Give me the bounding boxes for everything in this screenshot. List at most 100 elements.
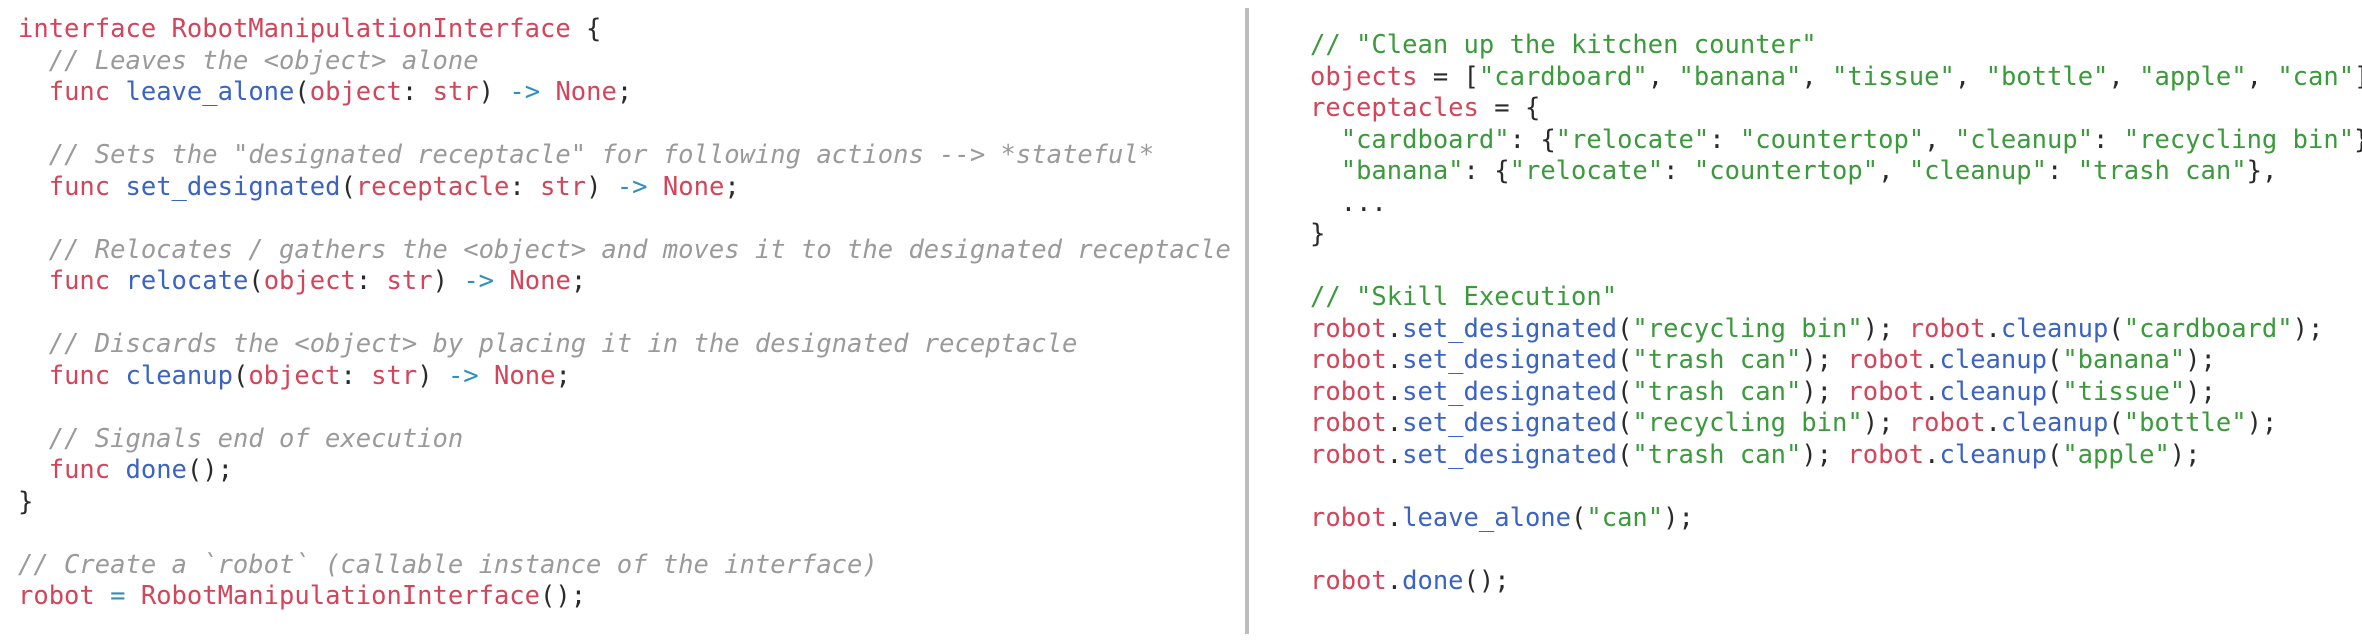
robot-var: robot	[1847, 439, 1925, 470]
param-name: receptacle	[355, 171, 510, 202]
code-line: robot.done();	[1310, 565, 1510, 596]
object-item: "tissue"	[1832, 61, 1955, 92]
return-type: None	[555, 77, 617, 107]
panel-divider	[1245, 8, 1249, 634]
comment: // "Clean up the kitchen counter"	[1310, 30, 1817, 60]
code-line: receptacles = {	[1310, 93, 1541, 123]
code-line: robot.set_designated("trash can"); robot…	[1310, 376, 2216, 407]
blank-line	[18, 518, 1231, 550]
blank-line	[18, 203, 1231, 235]
code-line: objects = ["cardboard", "banana", "tissu…	[1310, 61, 2362, 92]
comment: // Sets the "designated receptacle" for …	[48, 140, 1155, 170]
code-line: robot = RobotManipulationInterface();	[18, 581, 587, 611]
object-arg: "cardboard"	[2123, 313, 2293, 344]
comment: // Leaves the <object> alone	[48, 45, 479, 76]
code-line: // Leaves the <object> alone	[18, 46, 1231, 78]
function-name: cleanup	[2000, 313, 2109, 344]
receptacle-arg: "recycling bin"	[1632, 313, 1863, 344]
object-item: "bottle"	[1985, 61, 2109, 92]
param-name: object	[263, 266, 356, 296]
punct: {	[570, 14, 602, 44]
function-name: cleanup	[2000, 408, 2109, 438]
param-type: str	[540, 171, 587, 202]
code-line: interface RobotManipulationInterface {	[18, 14, 1231, 46]
function-name: done	[125, 455, 187, 485]
function-name: set_designated	[125, 171, 341, 202]
comment: // Signals end of execution	[48, 423, 464, 454]
robot-var: robot	[1310, 408, 1387, 438]
function-name: cleanup	[1939, 439, 2047, 470]
code-line: robot.set_designated("recycling bin"); r…	[1310, 313, 2324, 344]
function-name: relocate	[125, 266, 249, 296]
code-line: "cardboard": {"relocate": "countertop", …	[1340, 124, 2362, 155]
blank-line	[1310, 251, 2362, 283]
keyword: func	[48, 360, 111, 391]
return-type: None	[494, 360, 556, 391]
comment: // "Skill Execution"	[1310, 282, 1618, 312]
function-name: cleanup	[125, 360, 233, 391]
code-line: robot.set_designated("trash can"); robot…	[1310, 439, 2201, 470]
code-line: // Relocates / gathers the <object> and …	[18, 235, 1231, 267]
blank-line	[18, 392, 1231, 424]
interface-name: RobotManipulationInterface	[171, 14, 571, 44]
dict-value: "trash can"	[2077, 156, 2247, 186]
function-name: cleanup	[1939, 376, 2047, 407]
robot-var: robot	[1310, 439, 1387, 470]
blank-line	[1310, 471, 2362, 503]
code-line: "banana": {"relocate": "countertop", "cl…	[1340, 156, 2278, 186]
code-line: func leave_alone(object: str) -> None;	[48, 77, 633, 107]
receptacle-arg: "trash can"	[1632, 345, 1802, 375]
dict-value: "countertop"	[1693, 156, 1879, 186]
object-arg: "tissue"	[2062, 376, 2186, 407]
interface-code-panel: interface RobotManipulationInterface { /…	[18, 14, 1231, 613]
code-line: // "Skill Execution"	[1310, 282, 2362, 314]
punct: }	[1310, 219, 1326, 249]
function-name: set_designated	[1402, 313, 1618, 344]
param-type: str	[371, 360, 418, 391]
code-line: }	[18, 487, 1231, 519]
interface-name: RobotManipulationInterface	[140, 581, 541, 611]
keyword: func	[48, 266, 111, 296]
keyword: func	[48, 171, 111, 202]
return-type: None	[662, 171, 725, 202]
comment: // Discards the <object> by placing it i…	[48, 329, 1078, 359]
object-item: "cardboard"	[1478, 61, 1648, 92]
function-name: set_designated	[1402, 408, 1618, 438]
dict-key: "cleanup"	[1954, 124, 2094, 155]
variable: robot	[18, 581, 95, 611]
object-arg: "can"	[1586, 502, 1664, 533]
variable: objects	[1310, 61, 1418, 92]
keyword: func	[48, 455, 111, 485]
code-line: robot.set_designated("trash can"); robot…	[1310, 345, 2216, 375]
dict-key: "cleanup"	[1908, 156, 2047, 186]
function-name: set_designated	[1402, 439, 1618, 470]
code-line: // Signals end of execution	[18, 424, 1231, 456]
return-type: None	[509, 266, 571, 296]
keyword: interface	[18, 14, 157, 44]
code-line: // Discards the <object> by placing it i…	[18, 329, 1231, 361]
code-line: func cleanup(object: str) -> None;	[48, 360, 571, 391]
receptacle-arg: "recycling bin"	[1632, 408, 1863, 438]
receptacle-arg: "trash can"	[1632, 376, 1802, 407]
robot-var: robot	[1310, 565, 1387, 596]
comment: // Relocates / gathers the <object> and …	[48, 234, 1231, 265]
code-line: // "Clean up the kitchen counter"	[1310, 30, 2362, 62]
robot-var: robot	[1310, 376, 1387, 407]
dict-key: "relocate"	[1555, 124, 1710, 155]
param-name: object	[309, 77, 402, 107]
comment: // Create a `robot` (callable instance o…	[18, 549, 878, 580]
function-name: leave_alone	[125, 77, 295, 107]
object-arg: "bottle"	[2123, 408, 2247, 438]
function-name: set_designated	[1402, 376, 1618, 407]
code-line: // Create a `robot` (callable instance o…	[18, 550, 1231, 582]
blank-line	[18, 109, 1231, 141]
robot-var: robot	[1847, 376, 1925, 407]
code-line: func relocate(object: str) -> None;	[48, 266, 587, 296]
code-line: ...	[1310, 188, 2362, 220]
code-line: robot.set_designated("recycling bin"); r…	[1310, 408, 2278, 438]
object-arg: "banana"	[2062, 345, 2186, 375]
blank-line	[1310, 534, 2362, 566]
robot-var: robot	[1908, 408, 1986, 438]
code-line: // Sets the "designated receptacle" for …	[18, 140, 1231, 172]
ellipsis: ...	[1340, 187, 1387, 218]
